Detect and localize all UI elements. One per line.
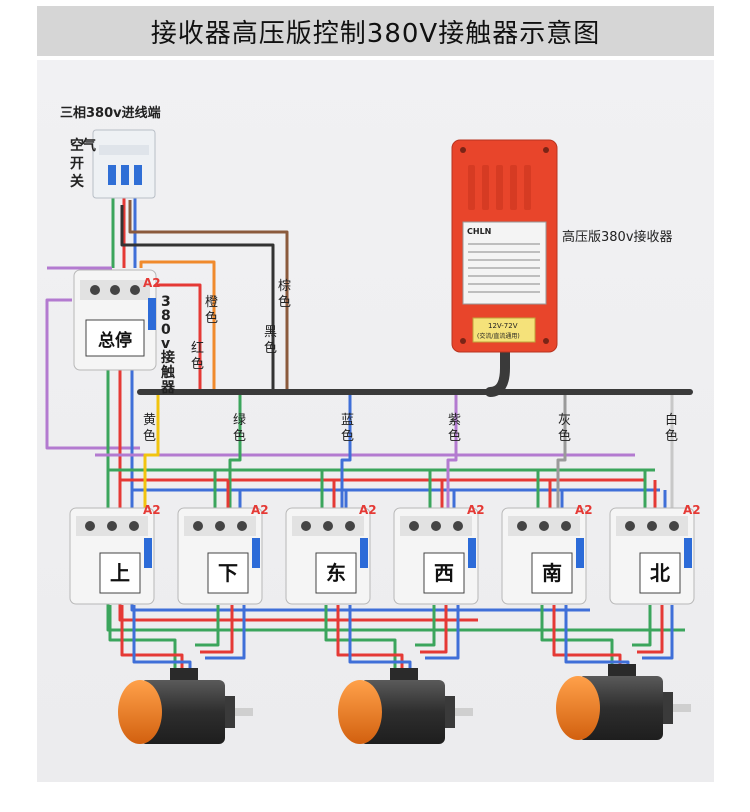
svg-text:空: 空 [70,137,84,154]
svg-text:A2: A2 [467,503,485,517]
air-breaker [92,129,156,199]
drop-purple [446,393,458,515]
svg-text:器: 器 [160,380,176,396]
svg-text:色: 色 [143,428,156,444]
svg-text:色: 色 [278,294,291,310]
contactor-label-south: 南 [542,561,562,585]
contactor-west [393,507,479,605]
drop-yellow [143,393,160,515]
wire-black [120,205,275,392]
svg-text:8: 8 [161,308,171,324]
motor-3 [556,664,691,740]
contactor-east [285,507,371,605]
receiver-label: 高压版380v接收器 [562,229,673,245]
main-contactor-a2: A2 [143,276,161,290]
receiver-brand: CHLN [467,227,491,236]
svg-text:A2: A2 [575,503,593,517]
label-red: 红 [191,340,204,356]
contactor-down [177,507,263,605]
wire-main-blue [130,370,590,612]
contactor-label-west: 西 [434,561,454,585]
contactor-labels: 上 下 东 西 南 北 [110,561,670,585]
svg-text:色: 色 [233,428,246,444]
svg-text:触: 触 [160,364,175,381]
svg-text:A2: A2 [683,503,701,517]
wire-labels: 橙 色 红 色 棕 色 黑 色 黄 色 绿 色 蓝 色 紫 色 灰 色 白 色 [143,279,678,444]
page-title: 接收器高压版控制380V接触器示意图 [37,6,714,56]
svg-text:色: 色 [264,340,277,356]
label-white: 白 [665,412,678,428]
receiver-cable [485,345,510,397]
motor-2 [338,668,473,744]
contactor-label-up: 上 [110,561,130,585]
contactor-label-down: 下 [218,561,238,585]
contactor-a2-labels: A2 A2 A2 A2 A2 A2 [143,503,701,517]
label-black: 黑 [264,325,277,340]
motor-1 [118,668,253,744]
svg-text:色: 色 [665,428,678,444]
svg-text:v: v [161,336,170,352]
svg-text:色: 色 [191,356,204,372]
wire-main-green [106,370,685,632]
main-contactor [73,269,157,371]
receiver-voltage-note: (交流/直流通用) [477,332,520,340]
wire-brown [128,200,289,392]
contactor-up [69,507,155,605]
svg-text:色: 色 [448,428,461,444]
svg-text:A2: A2 [143,503,161,517]
label-purple: 紫 [448,413,461,428]
drop-gray [556,393,567,515]
svg-text:气: 气 [81,137,96,154]
svg-text:A2: A2 [251,503,269,517]
label-brown: 棕 [278,279,291,294]
wire-purple-loop [45,298,140,450]
svg-text:关: 关 [70,173,84,190]
svg-text:色: 色 [205,310,218,326]
label-blue: 蓝 [341,413,354,428]
svg-text:色: 色 [558,428,571,444]
drop-blue [340,393,352,515]
breaker-label: 空 气 开 关 [70,137,96,190]
receiver-voltage: 12V-72V [488,322,518,330]
svg-text:3: 3 [161,294,171,310]
contactor-label-east: 东 [326,561,346,585]
label-gray: 灰 [558,413,571,428]
receiver-unit [451,139,558,353]
svg-text:A2: A2 [359,503,377,517]
power-input-label: 三相380v进线端 [60,105,161,121]
drop-green [228,393,242,515]
svg-text:开: 开 [70,156,84,172]
svg-text:接: 接 [161,349,175,366]
label-orange: 橙 [205,295,218,310]
wire-main-red [118,370,478,622]
label-green: 绿 [233,413,246,428]
wire-orange [139,260,216,392]
contactor-south [501,507,587,605]
main-contactor-side-label: 3 8 0 v 接 触 器 [160,294,176,396]
main-contactor-label: 总停 [98,330,132,351]
label-yellow: 黄 [143,413,156,428]
motor-feeds [108,605,674,672]
svg-text:0: 0 [161,322,171,338]
svg-text:色: 色 [341,428,354,444]
contactor-north [609,507,695,605]
contactor-label-north: 北 [650,561,670,585]
